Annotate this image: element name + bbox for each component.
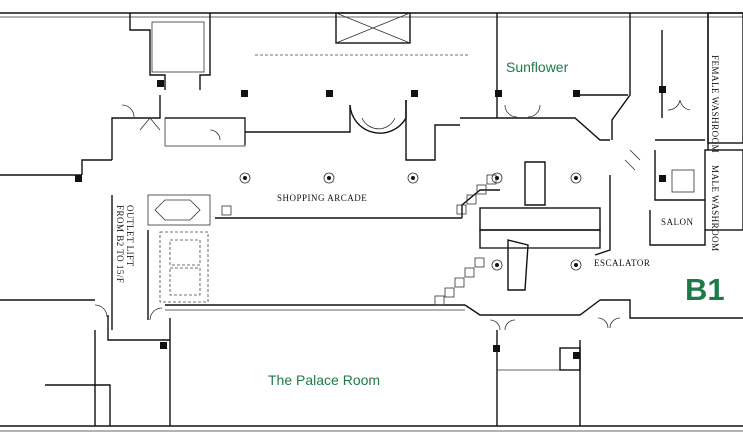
salon-label: SALON (661, 217, 694, 227)
male-washroom-label: MALE WASHROOM (710, 165, 720, 252)
female-washroom-label: FEMALE WASHROOM (710, 55, 720, 153)
level-label: B1 (685, 272, 725, 307)
escalator-label: ESCALATOR (594, 258, 650, 268)
arcade-corridor (165, 175, 743, 319)
sunflower-label: Sunflower (506, 59, 569, 75)
palace-room-label: The Palace Room (268, 372, 380, 388)
shopping-arcade-label: SHOPPING ARCADE (277, 193, 367, 203)
outlet-lift-label: OUTLET LIFT (125, 205, 135, 267)
right-upper-block (577, 12, 743, 246)
door-swings (94, 99, 691, 331)
entry-steps (221, 174, 497, 306)
round-columns (239, 172, 582, 271)
upper-left-block (111, 13, 211, 160)
columns (75, 80, 666, 359)
vent-box (255, 12, 470, 56)
escalator-block (479, 161, 601, 291)
lift-shafts (107, 194, 211, 341)
central-upper-walls (164, 13, 610, 161)
outlet-lift-note: FROM B2 TO 15/F (115, 205, 125, 283)
